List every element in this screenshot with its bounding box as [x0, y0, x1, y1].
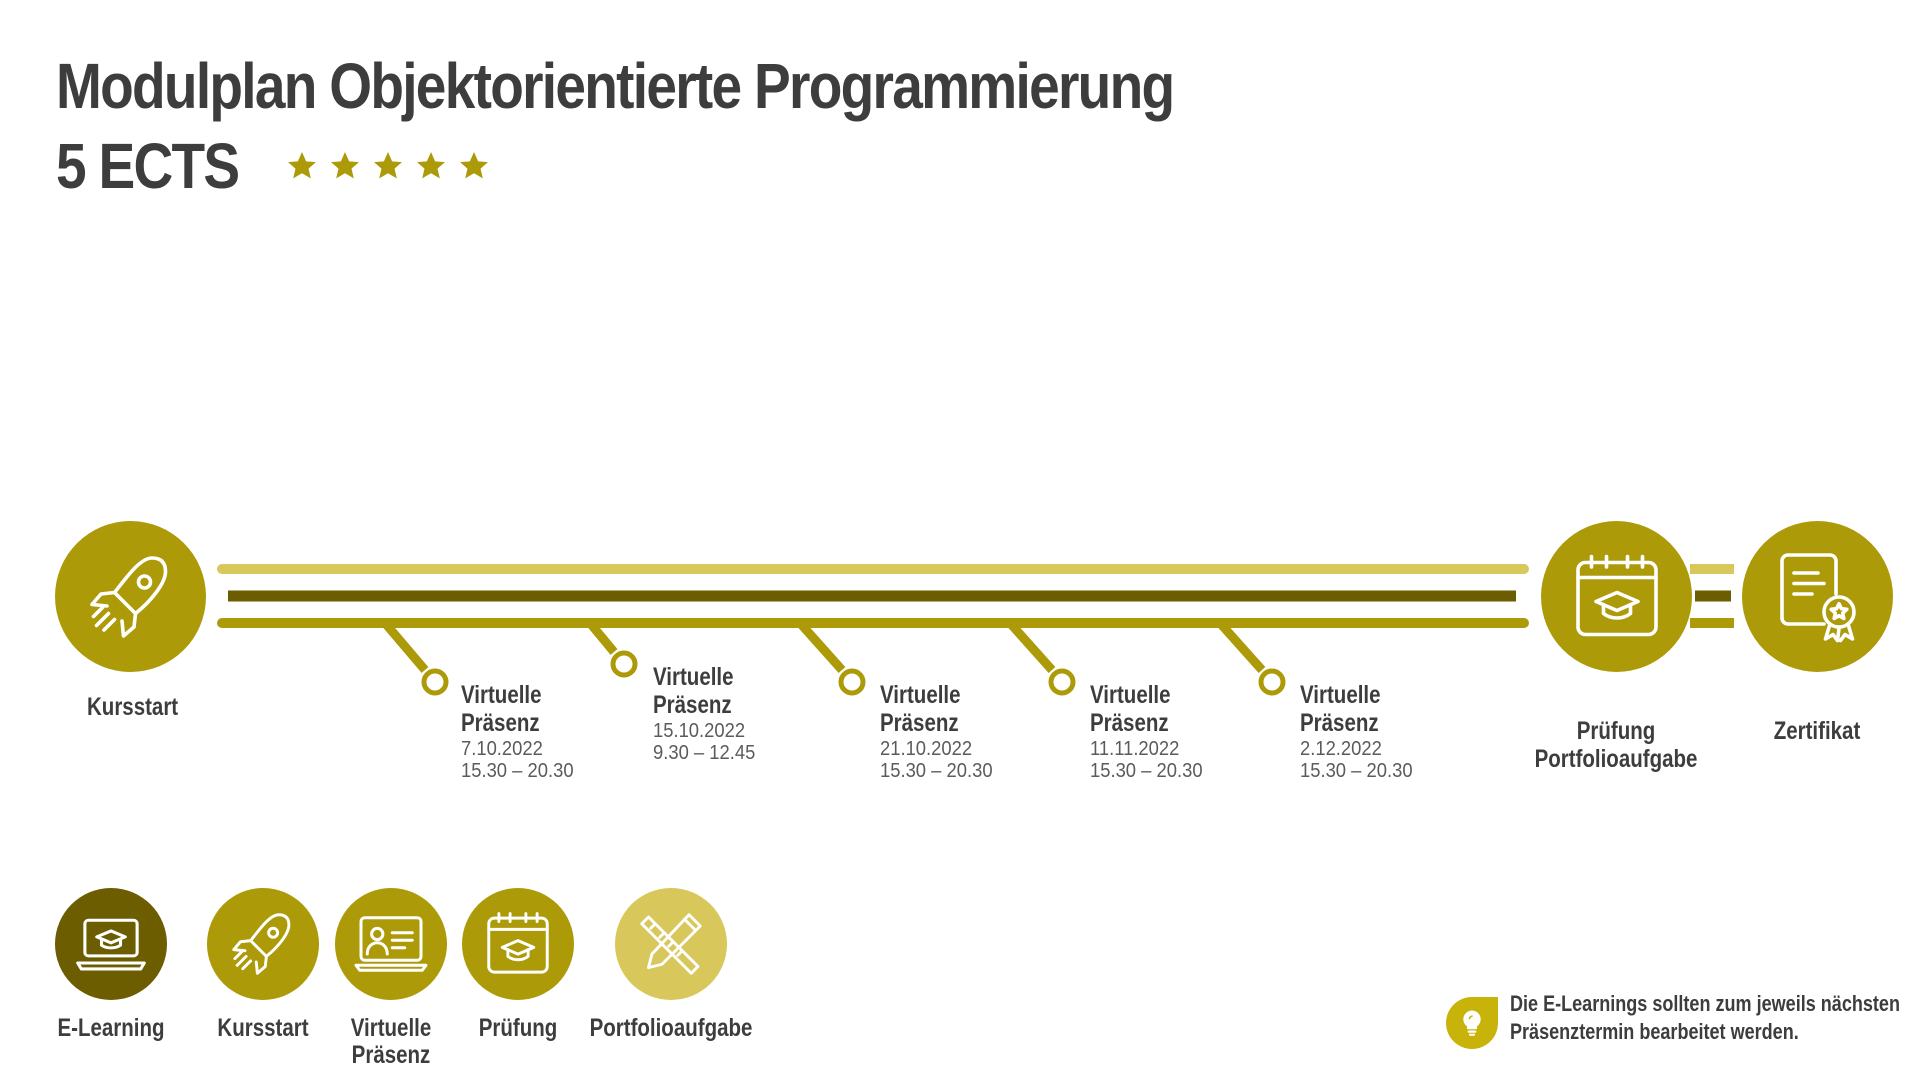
session-date: 11.11.2022 [1090, 738, 1180, 760]
session-node [1048, 668, 1076, 696]
star-icon [460, 152, 488, 179]
star-icon [288, 152, 316, 179]
session-title-line2: Präsenz [461, 709, 540, 737]
legend-elearning-circle [55, 888, 167, 1000]
session-date: 15.10.2022 [653, 720, 746, 742]
rating-stars [286, 150, 490, 182]
legend-virtuelle-praesenz-circle [335, 888, 447, 1000]
star-icon [374, 152, 402, 179]
pruefung-label-line2: Portfolioaufgabe [1534, 745, 1698, 773]
session-time: 15.30 – 20.30 [461, 760, 574, 782]
page-title: Modulplan Objektorientierte Programmieru… [56, 50, 1175, 122]
branch-line [360, 618, 429, 673]
session-time: 9.30 – 12.45 [653, 742, 756, 764]
virtual-presence-icon [354, 916, 428, 972]
branch-line [785, 618, 846, 673]
kursstart-circle [55, 521, 206, 672]
session-title-line1: Virtuelle [461, 681, 542, 709]
session-title-line1: Virtuelle [1300, 681, 1381, 709]
pruefung-circle [1541, 521, 1692, 672]
lightbulb-icon [1463, 1010, 1481, 1036]
kursstart-label: Kursstart [87, 693, 179, 721]
session-time: 15.30 – 20.30 [1300, 760, 1413, 782]
zertifikat-circle [1742, 521, 1893, 672]
certificate-icon [1779, 552, 1856, 642]
legend-label-elearning: E-Learning [57, 1014, 165, 1042]
session-title-line2: Präsenz [1090, 709, 1169, 737]
session-date: 2.12.2022 [1300, 738, 1382, 760]
session-time: 15.30 – 20.30 [880, 760, 993, 782]
legend-kursstart-circle [207, 888, 319, 1000]
session-title-line2: Präsenz [880, 709, 959, 737]
calendar-graduation-icon [487, 912, 549, 974]
session-date: 21.10.2022 [880, 738, 973, 760]
legend-label-praesenz: Präsenz [351, 1041, 431, 1069]
zertifikat-label: Zertifikat [1773, 717, 1861, 745]
session-node [838, 668, 866, 696]
session-title-line2: Präsenz [1300, 709, 1379, 737]
star-icon [417, 152, 445, 179]
note-line-2: Präsenztermin bearbeitet werden. [1510, 1019, 1799, 1044]
session-title-line1: Virtuelle [1090, 681, 1171, 709]
rocket-icon [232, 913, 291, 975]
note-line-1: Die E-Learnings sollten zum jeweils näch… [1510, 991, 1900, 1016]
session-node [421, 668, 449, 696]
branch-line [575, 618, 618, 655]
star-icon [331, 152, 359, 179]
calendar-graduation-icon [1575, 554, 1658, 636]
session-time: 15.30 – 20.30 [1090, 760, 1203, 782]
session-title-line1: Virtuelle [653, 663, 734, 691]
legend-label-virtuelle: Virtuelle [350, 1014, 432, 1042]
ects-row: 5 ECTS [56, 128, 490, 204]
session-node [610, 650, 638, 678]
lightbulb-badge [1446, 997, 1498, 1049]
session-title-line1: Virtuelle [880, 681, 961, 709]
branch-line [995, 618, 1056, 673]
legend-portfolioaufgabe-circle [615, 888, 727, 1000]
pencil-ruler-icon [640, 913, 702, 975]
legend-pruefung-circle [462, 888, 574, 1000]
legend-label-portfolioaufgabe: Portfolioaufgabe [589, 1014, 753, 1042]
pruefung-label-line1: Prüfung [1576, 717, 1656, 745]
laptop-graduation-icon [76, 918, 146, 971]
rocket-icon [89, 555, 167, 638]
branch-line [1205, 618, 1266, 673]
legend-label-pruefung: Prüfung [478, 1014, 558, 1042]
session-node [1258, 668, 1286, 696]
session-title-line2: Präsenz [653, 691, 732, 719]
legend-label-kursstart: Kursstart [217, 1014, 309, 1042]
session-date: 7.10.2022 [461, 738, 543, 760]
note-text: Die E-Learnings sollten zum jeweils näch… [1510, 990, 1900, 1046]
